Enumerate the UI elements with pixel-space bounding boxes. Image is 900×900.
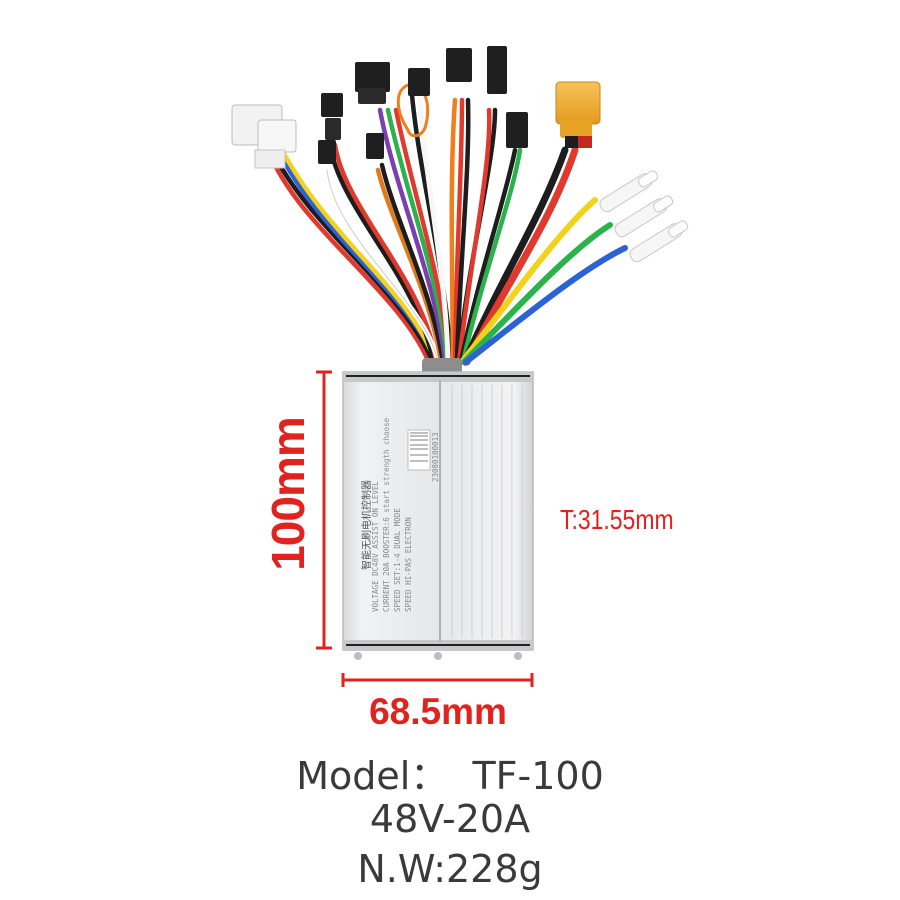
phase-terminals (599, 170, 689, 263)
wire (449, 97, 458, 365)
connector-xt60-yellow (555, 81, 601, 148)
wire (456, 107, 492, 365)
case-spec-line: CURRENT 20A BOOSTER:6 start strength cho… (382, 417, 391, 612)
case-spec-line: VOLTAGE DC48V ASSIST ON LEVEL (371, 481, 380, 612)
case-serial: 23080100013 (431, 432, 440, 482)
connector-black (318, 46, 528, 164)
wire (279, 147, 439, 368)
wire (385, 107, 450, 365)
wire (454, 97, 471, 365)
wire (452, 97, 465, 365)
wire-harness (265, 83, 628, 368)
connector-white-6pin (231, 104, 297, 169)
case-spec-line: SPEED SET:1-4 DUAL MODE (393, 508, 402, 612)
wire (379, 162, 446, 365)
wire (326, 169, 439, 363)
net-weight-text: N.W:228g (357, 847, 543, 891)
case-spec-line: SPEED HI-PAS ELECTRON (404, 517, 413, 612)
wire (460, 147, 523, 365)
model-text: Model： TF-100 (296, 754, 604, 798)
dimension-lines (316, 370, 534, 687)
wire (377, 107, 448, 365)
rating-text: 48V-20A (369, 797, 531, 841)
wire (461, 222, 613, 365)
wire (458, 147, 518, 365)
wire-loop (396, 83, 430, 138)
wire (269, 147, 437, 368)
controller-case (342, 358, 534, 660)
width-dimension-label: 68.5mm (369, 691, 507, 732)
height-dimension-label: 100mm (262, 417, 314, 571)
wire (459, 197, 598, 365)
wire (461, 146, 569, 366)
thickness-label: T:31.55mm (560, 504, 674, 535)
wire (265, 147, 433, 368)
wire (463, 245, 628, 365)
